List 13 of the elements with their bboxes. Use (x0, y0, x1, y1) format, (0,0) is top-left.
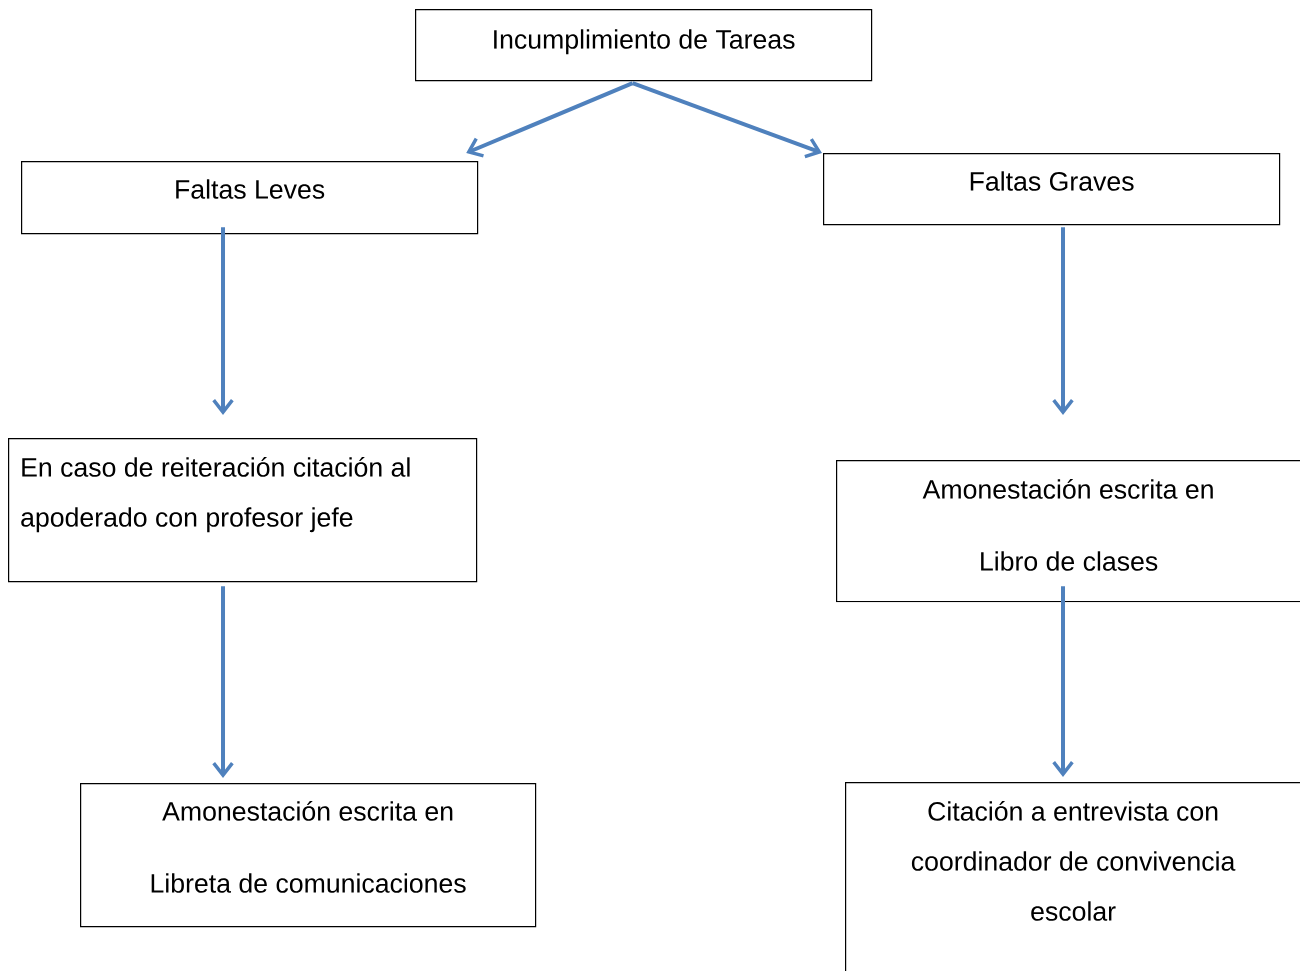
arrow (212, 227, 234, 415)
arrow (466, 81, 634, 158)
process-box: Amonestación escrita en Libreta de comunicaciones (80, 783, 537, 928)
process-box: Faltas Graves (823, 153, 1281, 226)
process-box: Citación a entrevista con coordinador de convivencia escolar (845, 782, 1300, 971)
arrow (212, 586, 234, 778)
process-box: Incumplimiento de Tareas (415, 9, 873, 82)
arrow (631, 81, 822, 159)
arrow (1052, 586, 1074, 777)
process-box: Faltas Leves (21, 161, 479, 235)
arrow (1052, 227, 1074, 415)
process-box: Amonestación escrita en Libro de clases (836, 460, 1300, 603)
process-box: En caso de reiteración citación al apoderado con profesor jefe (8, 438, 478, 583)
